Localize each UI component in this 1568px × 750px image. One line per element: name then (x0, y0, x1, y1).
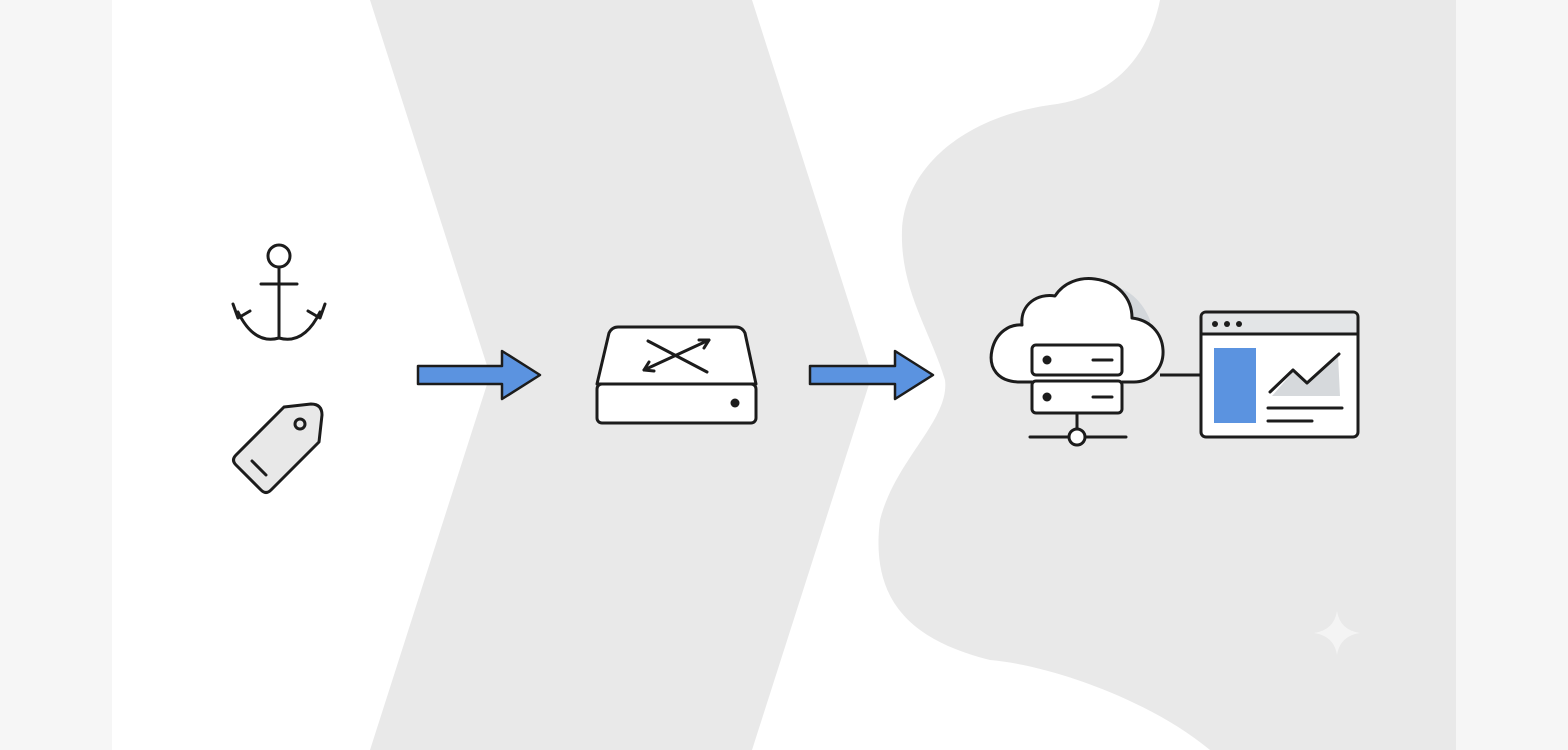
sidebar-block (1214, 348, 1256, 423)
flow-arrow-2 (808, 349, 935, 401)
cloud-server-icon (989, 277, 1165, 447)
anchor-icon (231, 243, 327, 341)
flow-arrow-1 (416, 349, 542, 401)
sparkle-icon (1314, 611, 1360, 655)
tag-icon (232, 402, 324, 494)
dashboard-window-icon (1199, 310, 1360, 439)
network-switch-icon (595, 325, 758, 425)
trend-line (1268, 352, 1341, 394)
chart-area (1272, 355, 1340, 396)
